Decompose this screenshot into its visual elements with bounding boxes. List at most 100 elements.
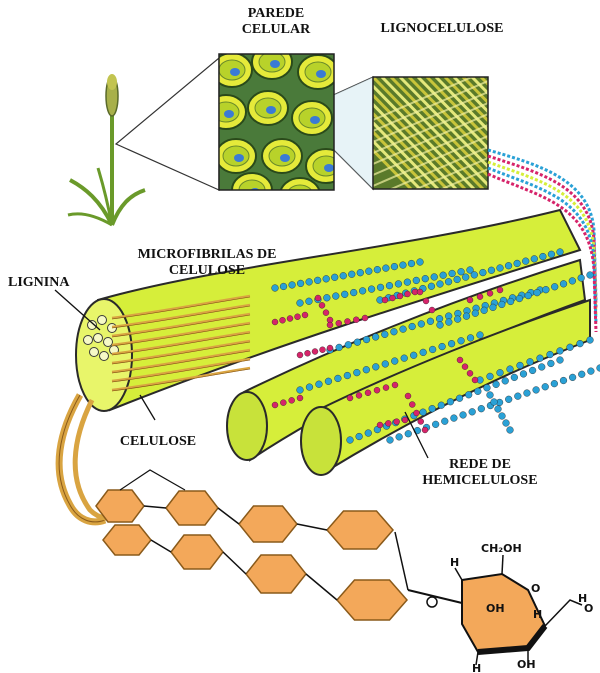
label-microfibrilas: MICROFIBRILAS DE CELULOSE [113, 247, 301, 279]
bead [432, 421, 439, 428]
bead [551, 283, 558, 290]
bead [350, 289, 357, 296]
bead [491, 399, 498, 406]
bead [514, 393, 521, 400]
bead [474, 388, 481, 395]
bead [525, 292, 532, 299]
bead [467, 297, 473, 303]
chain-link [120, 470, 185, 490]
bead [340, 272, 347, 279]
bead [429, 405, 436, 412]
bead [533, 387, 540, 394]
label-hemicelulose-line-1: REDE DE [408, 457, 552, 473]
bead [454, 276, 461, 283]
cell-nucleus [280, 154, 290, 162]
bead [316, 381, 323, 388]
bead [511, 374, 518, 381]
bead [449, 270, 456, 277]
bead [387, 437, 394, 444]
glycosidic-bond [218, 508, 239, 524]
bead [336, 320, 342, 326]
bead [320, 347, 326, 353]
label-microfibrilas-line-1: MICROFIBRILAS DE [113, 247, 301, 263]
bead [323, 310, 329, 316]
bead [460, 412, 467, 419]
bead [429, 346, 436, 353]
bead [418, 321, 425, 328]
ligno-fiber [508, 77, 600, 189]
bead [456, 395, 463, 402]
bead [493, 381, 500, 388]
bead [323, 294, 330, 301]
lignin-dot [98, 316, 107, 325]
bead [524, 390, 531, 397]
bead [302, 312, 308, 318]
bead [289, 397, 295, 403]
glycosidic-bond [223, 552, 246, 574]
bead [272, 402, 278, 408]
bead [413, 277, 420, 284]
glycosidic-bond [151, 540, 171, 552]
cell-nucleus [270, 60, 280, 68]
bead [498, 301, 505, 308]
bead [440, 272, 447, 279]
bead [454, 316, 461, 323]
bead [487, 373, 494, 380]
cell-nucleus [324, 164, 334, 172]
bead [345, 341, 352, 348]
bead [428, 283, 435, 290]
bead [365, 390, 371, 396]
bead [481, 307, 488, 314]
bead [372, 334, 379, 341]
bead [420, 409, 427, 416]
bead [363, 336, 370, 343]
bead [391, 358, 398, 365]
bead [402, 417, 408, 423]
cell-nucleus [234, 154, 244, 162]
bead [272, 285, 279, 292]
bead [531, 255, 538, 262]
cell-nucleus [310, 116, 320, 124]
bead [344, 372, 351, 379]
bead [417, 289, 423, 295]
lignin-dot [84, 336, 93, 345]
bead [495, 406, 502, 413]
bead [490, 304, 497, 311]
bead [400, 262, 407, 269]
bead [374, 266, 381, 273]
ring-o-right: O [584, 602, 593, 615]
bead [374, 387, 380, 393]
bead [502, 377, 509, 384]
ring-oxygen: O [531, 582, 540, 595]
bead [458, 268, 465, 275]
bead [516, 295, 523, 302]
label-parede-line-2: CELULAR [224, 22, 328, 38]
bead [587, 368, 594, 375]
bead [497, 369, 504, 376]
bead [479, 269, 486, 276]
bead [410, 352, 417, 359]
bead [487, 392, 494, 399]
bead [295, 314, 301, 320]
bead [409, 323, 416, 330]
bead [497, 287, 503, 293]
glycosidic-bond [306, 574, 337, 600]
bead [401, 355, 408, 362]
bead [451, 415, 458, 422]
bead [517, 362, 524, 369]
bead [405, 393, 411, 399]
bead [465, 391, 472, 398]
glucose-hexagon [246, 555, 306, 593]
bead [503, 420, 510, 427]
bead [382, 265, 389, 272]
bead [505, 262, 512, 269]
bead [289, 282, 296, 289]
glycosidic-bond [395, 532, 408, 590]
label-hemicelulose: REDE DE HEMICELULOSE [408, 457, 552, 489]
bead [334, 375, 341, 382]
label-parede-celular: PAREDE CELULAR [224, 6, 328, 38]
bead [422, 275, 429, 282]
bead [363, 366, 370, 373]
bead [325, 378, 332, 385]
bead [327, 345, 333, 351]
